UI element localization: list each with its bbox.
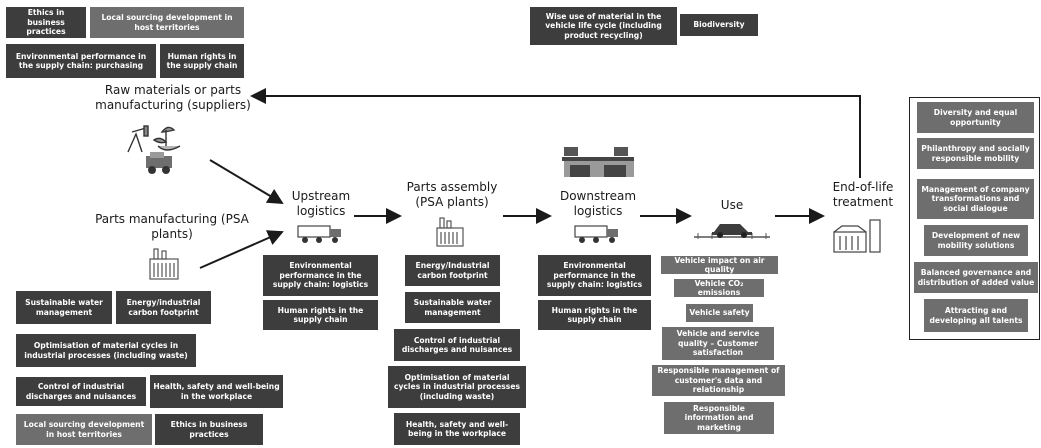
box-talents: Attracting and developing all talents <box>924 299 1028 332</box>
box-wise-use-material: Wise use of material in the vehicle life… <box>530 7 677 45</box>
box-assembly-health: Health, safety and well-being in the wor… <box>394 413 520 445</box>
box-diversity: Diversity and equal opportunity <box>917 102 1034 133</box>
stage-parts-assembly: Parts assembly (PSA plants) <box>406 180 498 209</box>
return-arrow <box>250 88 861 178</box>
factory-icon-assembly <box>436 217 464 247</box>
box-downstream-env: Environmental performance in the supply … <box>538 255 651 296</box>
box-pm-optimisation: Optimisation of material cycles in indus… <box>16 334 196 367</box>
box-pm-water: Sustainable water management <box>16 291 112 324</box>
arrow-supplier-to-upstream <box>209 159 284 205</box>
recycling-plant-icon <box>833 219 881 253</box>
oil-pump-and-plant-icon <box>127 125 181 174</box>
box-upstream-env: Environmental performance in the supply … <box>263 255 378 296</box>
box-philanthropy: Philanthropy and socially responsible mo… <box>917 138 1034 169</box>
warehouse-icon <box>562 147 634 177</box>
box-env-performance-purchasing: Environmental performance in the supply … <box>6 44 156 78</box>
box-downstream-human-rights: Human rights in the supply chain <box>538 300 651 330</box>
stage-end-of-life: End-of-life treatment <box>832 180 894 209</box>
box-ethics-top: Ethics in business practices <box>6 7 86 38</box>
box-assembly-optimisation: Optimisation of material cycles in indus… <box>388 366 526 408</box>
box-pm-energy: Energy/industrial carbon footprint <box>116 291 211 324</box>
box-pm-health: Health, safety and well-being in the wor… <box>150 375 283 408</box>
box-use-safety: Vehicle safety <box>686 304 753 322</box>
truck-icon-upstream <box>297 225 341 243</box>
box-pm-ethics: Ethics in business practices <box>155 414 263 445</box>
box-new-mobility: Development of new mobility solutions <box>924 225 1028 256</box>
box-management-transformations: Management of company transformations an… <box>917 179 1034 219</box>
factory-icon <box>149 248 179 280</box>
box-pm-local-sourcing: Local sourcing development in host terri… <box>16 414 152 445</box>
stage-downstream-logistics: Downstream logistics <box>559 189 637 218</box>
box-use-co2: Vehicle CO₂ emissions <box>674 279 764 297</box>
stage-parts-manufacturing: Parts manufacturing (PSA plants) <box>95 212 249 241</box>
box-human-rights-top: Human rights in the supply chain <box>160 44 244 78</box>
box-governance: Balanced governance and distribution of … <box>914 262 1038 293</box>
stage-upstream-logistics: Upstream logistics <box>291 189 351 218</box>
box-biodiversity: Biodiversity <box>680 14 758 36</box>
box-upstream-human-rights: Human rights in the supply chain <box>263 300 378 330</box>
car-on-road-icon <box>694 224 770 239</box>
box-assembly-energy: Energy/Industrial carbon footprint <box>405 255 500 286</box>
box-use-marketing: Responsible information and marketing <box>664 402 774 434</box>
box-use-air-quality: Vehicle impact on air quality <box>661 256 778 274</box>
box-pm-control: Control of industrial discharges and nui… <box>16 377 146 406</box>
cross-cutting-panel <box>909 97 1040 340</box>
arrow-parts-to-upstream <box>199 230 284 269</box>
box-local-sourcing-top: Local sourcing development in host terri… <box>90 7 244 38</box>
box-assembly-water: Sustainable water management <box>405 292 500 323</box>
stage-raw-materials: Raw materials or parts manufacturing (su… <box>95 83 251 112</box>
box-use-data: Responsible management of customer's dat… <box>652 365 785 396</box>
box-use-quality: Vehicle and service quality – Customer s… <box>662 327 774 360</box>
truck-icon-downstream <box>574 225 618 243</box>
box-assembly-control: Control of industrial discharges and nui… <box>394 329 520 361</box>
stage-use: Use <box>720 198 744 212</box>
